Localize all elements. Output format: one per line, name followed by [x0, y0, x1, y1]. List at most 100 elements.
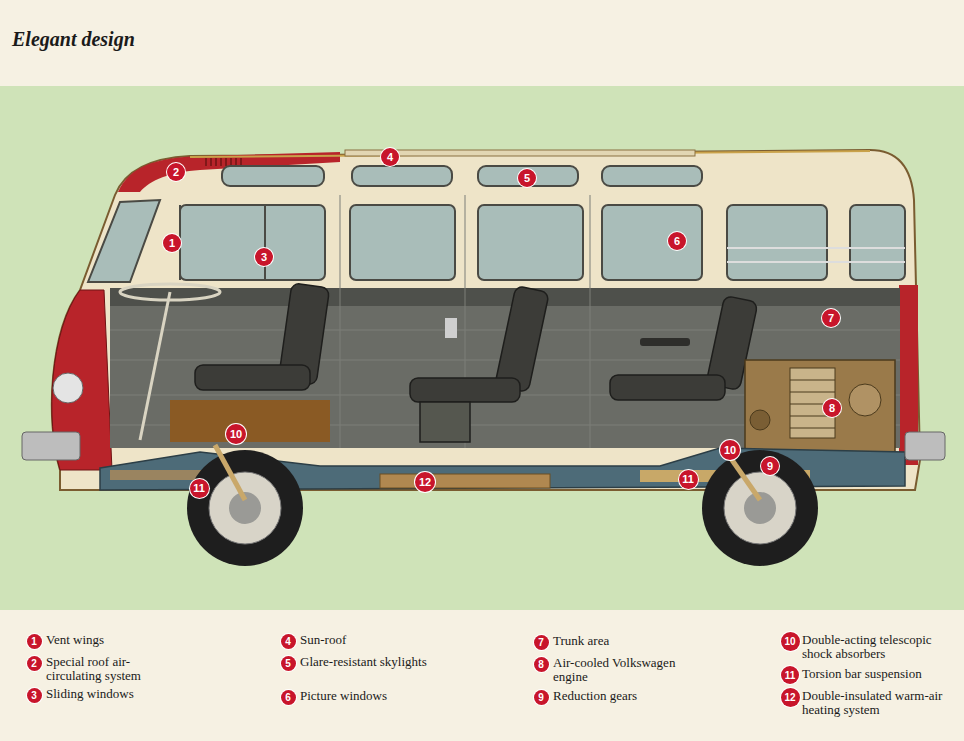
bumpers-part	[905, 432, 945, 460]
legend-text: Picture windows	[300, 689, 430, 703]
callout-number: 9	[761, 457, 779, 475]
engine	[745, 360, 895, 455]
engine-part	[750, 410, 770, 430]
callout-number: 3	[27, 688, 42, 703]
callout-number: 6	[668, 232, 686, 250]
interior-part	[445, 318, 457, 338]
legend-text: Double-acting telescopic shock absorbers	[802, 633, 950, 661]
legend-text: Trunk area	[553, 634, 683, 648]
windows-part	[180, 205, 325, 280]
interior-part	[590, 195, 591, 448]
callout-number: 12	[781, 688, 800, 707]
van-body-part	[220, 158, 222, 166]
callout-number: 10	[720, 440, 740, 460]
interior-part	[110, 288, 900, 306]
wheels-part	[209, 472, 281, 544]
van-body-part	[240, 158, 242, 166]
van-body-part	[225, 158, 227, 166]
bumpers	[22, 373, 945, 460]
diagram-title: Elegant design	[12, 28, 135, 51]
windows-part	[88, 200, 160, 282]
callout-number: 1	[27, 634, 42, 649]
steering-part	[140, 292, 170, 440]
legend-text: Torsion bar suspension	[802, 667, 950, 681]
windows	[88, 166, 905, 282]
legend-text: Sun-roof	[300, 633, 430, 647]
wheels	[187, 450, 818, 566]
seats	[195, 283, 758, 442]
suspension-part	[215, 445, 245, 500]
suspension	[215, 445, 760, 500]
wheels-part	[724, 472, 796, 544]
legend-text: Air-cooled Volkswagen engine	[553, 656, 683, 684]
windows-part	[727, 205, 827, 280]
callout-number: 9	[534, 690, 549, 705]
callout-number: 7	[534, 635, 549, 650]
windows-part	[727, 247, 905, 249]
interior-part	[170, 400, 330, 442]
engine-part	[790, 428, 835, 429]
seats-part	[420, 402, 470, 442]
legend-text: Double-insulated warm-air heating system	[802, 689, 950, 717]
windows-part	[478, 166, 578, 186]
callout-number: 2	[27, 656, 42, 671]
seats-part	[410, 378, 520, 402]
callout-number: 10	[226, 424, 246, 444]
van-body-part	[235, 158, 237, 166]
background-part	[0, 86, 964, 610]
windows-part	[602, 205, 702, 280]
interior-part	[340, 195, 341, 448]
legend-text: Special roof air-circulating system	[46, 655, 176, 683]
callout-number: 12	[415, 472, 435, 492]
windows-part	[602, 166, 702, 186]
windows-part	[850, 205, 905, 280]
bumpers-part	[22, 432, 80, 460]
callout-number: 2	[167, 163, 185, 181]
callout-number: 3	[255, 248, 273, 266]
callout-number: 11	[190, 479, 209, 498]
bumpers-part	[53, 373, 83, 403]
van-body-part	[210, 158, 212, 166]
steering	[120, 284, 220, 440]
callout-number: 10	[781, 632, 800, 651]
callout-number: 6	[281, 690, 296, 705]
engine-part	[790, 380, 835, 381]
callout-number: 11	[679, 470, 698, 489]
legend-text: Vent wings	[46, 633, 176, 647]
callout-number: 8	[534, 657, 549, 672]
callout-number: 8	[823, 399, 841, 417]
chassis-part	[380, 474, 550, 488]
windows-part	[352, 166, 452, 186]
callout-number: 4	[281, 634, 296, 649]
van-body-part	[215, 158, 217, 166]
engine-part	[745, 360, 895, 455]
van-body	[52, 150, 920, 490]
callout-number: 1	[163, 234, 181, 252]
callout-number: 7	[822, 309, 840, 327]
engine-part	[790, 392, 835, 393]
van-body-part	[52, 150, 920, 490]
legend-text: Glare-resistant skylights	[300, 655, 430, 669]
van-body-part	[206, 158, 241, 166]
seats-part	[495, 286, 549, 393]
windows-part	[222, 166, 324, 186]
legend-text: Reduction gears	[553, 689, 683, 703]
legend-text: Sliding windows	[46, 687, 176, 701]
interior-part	[640, 338, 690, 346]
wheels-part	[187, 450, 303, 566]
seats-part	[610, 375, 725, 400]
van-body-part	[230, 158, 232, 166]
windows-part	[727, 261, 905, 263]
callout-number: 5	[281, 656, 296, 671]
windows-part	[478, 205, 583, 280]
seats-part	[195, 365, 310, 390]
callout-number: 4	[381, 148, 399, 166]
windows-part	[350, 205, 455, 280]
van-body-part	[118, 152, 340, 192]
interior-part	[110, 330, 900, 331]
